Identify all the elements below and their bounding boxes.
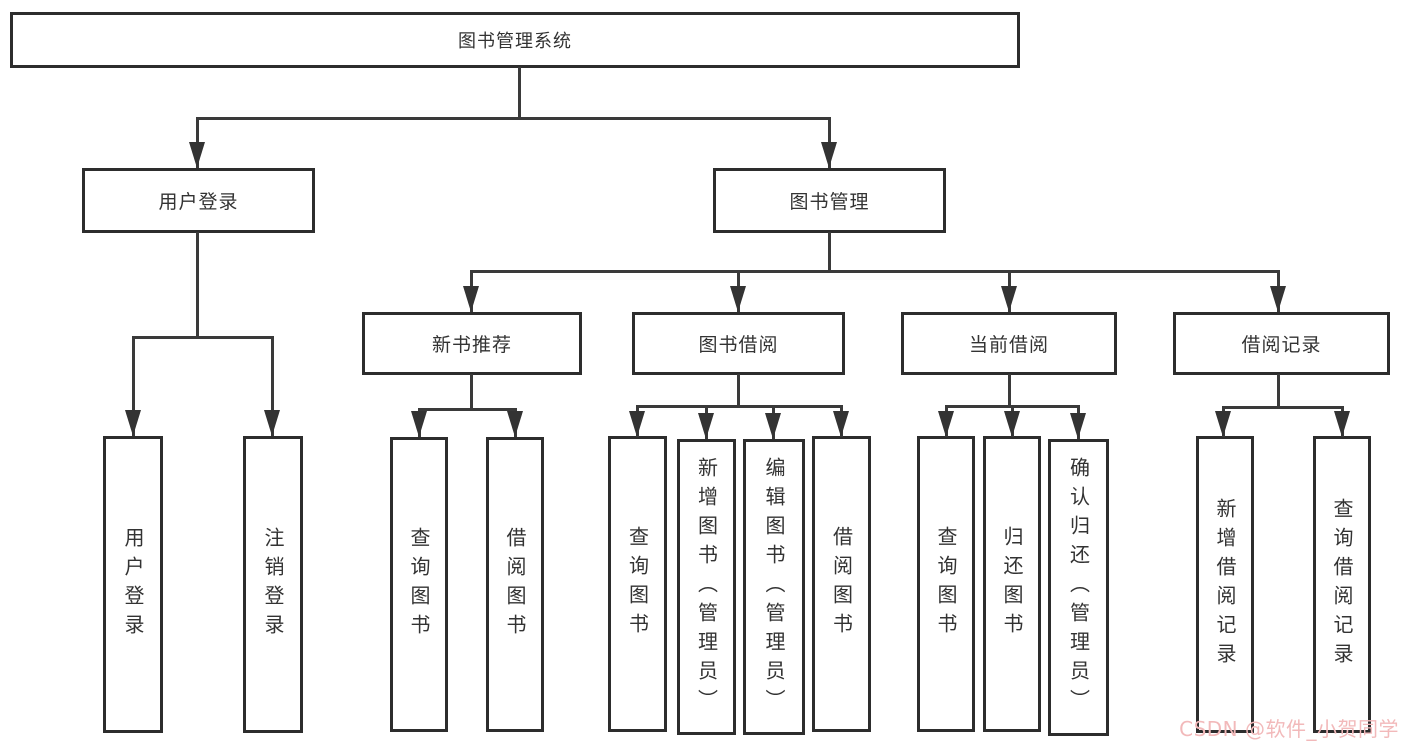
leaf-br-add-record-label: 新增借阅记录: [1213, 497, 1237, 672]
leaf-nb-query-books: 查询图书: [390, 437, 448, 732]
connector-line: [828, 232, 831, 271]
connector-line: [470, 374, 473, 409]
connector-line: [1008, 374, 1011, 406]
node-borrow-records-label: 借阅记录: [1241, 334, 1322, 356]
connector-line: [470, 270, 1279, 273]
leaf-bb-add-books-admin-label: 新增图书（管理员）: [694, 456, 719, 718]
connector-line: [132, 336, 135, 436]
arrowhead-down-icon: [507, 411, 523, 437]
connector-line: [1277, 374, 1280, 407]
leaf-bb-query-books: 查询图书: [608, 436, 667, 732]
connector-line: [518, 67, 521, 118]
node-book-borrow: 图书借阅: [632, 312, 845, 375]
node-current-borrow: 当前借阅: [901, 312, 1117, 375]
leaf-user-login: 用户登录: [103, 436, 163, 733]
node-user-login: 用户登录: [82, 168, 315, 233]
leaf-cb-confirm-return-admin: 确认归还（管理员）: [1048, 439, 1109, 736]
leaf-cb-confirm-return-admin-label: 确认归还（管理员）: [1066, 457, 1091, 718]
leaf-bb-query-books-label: 查询图书: [625, 526, 650, 642]
connector-line: [418, 408, 516, 411]
connector-line: [737, 374, 740, 406]
node-new-book-recommend: 新书推荐: [362, 312, 582, 375]
arrowhead-down-icon: [411, 411, 427, 437]
arrowhead-down-icon: [463, 286, 479, 312]
arrowhead-down-icon: [1334, 411, 1350, 437]
arrowhead-down-icon: [938, 411, 954, 437]
leaf-br-query-record: 查询借阅记录: [1313, 436, 1371, 733]
leaf-logout: 注销登录: [243, 436, 303, 733]
leaf-bb-borrow-books: 借阅图书: [812, 436, 871, 732]
leaf-bb-borrow-books-label: 借阅图书: [829, 526, 854, 642]
arrowhead-down-icon: [125, 410, 141, 436]
leaf-cb-query-books: 查询图书: [917, 436, 975, 732]
leaf-nb-query-books-label: 查询图书: [407, 526, 431, 643]
node-new-book-recommend-label: 新书推荐: [431, 334, 512, 356]
leaf-br-query-record-label: 查询借阅记录: [1330, 497, 1354, 672]
arrowhead-down-icon: [698, 413, 714, 439]
connector-line: [196, 117, 830, 120]
leaf-nb-borrow-books-label: 借阅图书: [503, 526, 527, 643]
arrowhead-down-icon: [1001, 286, 1017, 312]
leaf-user-login-label: 用户登录: [121, 526, 145, 643]
node-root-label: 图书管理系统: [458, 31, 572, 52]
connector-line: [132, 336, 273, 339]
node-user-login-label: 用户登录: [158, 191, 239, 213]
arrowhead-down-icon: [1215, 411, 1231, 437]
node-book-management: 图书管理: [713, 168, 946, 233]
arrowhead-down-icon: [1004, 411, 1020, 437]
connector-line: [271, 336, 274, 436]
arrowhead-down-icon: [189, 142, 205, 168]
watermark: CSDN @软件_小贺同学: [1179, 717, 1399, 741]
arrowhead-down-icon: [765, 413, 781, 439]
leaf-bb-edit-books-admin: 编辑图书（管理员）: [743, 439, 805, 735]
connector-line: [636, 405, 842, 408]
connector-line: [1222, 406, 1343, 409]
arrowhead-down-icon: [629, 411, 645, 437]
arrowhead-down-icon: [1070, 413, 1086, 439]
node-book-borrow-label: 图书借阅: [698, 334, 779, 356]
leaf-cb-query-books-label: 查询图书: [934, 526, 958, 642]
leaf-cb-return-books: 归还图书: [983, 436, 1041, 732]
leaf-logout-label: 注销登录: [261, 526, 285, 643]
arrowhead-down-icon: [833, 411, 849, 437]
leaf-bb-add-books-admin: 新增图书（管理员）: [677, 439, 736, 735]
connector-line: [196, 232, 199, 337]
leaf-bb-edit-books-admin-label: 编辑图书（管理员）: [762, 456, 786, 718]
node-current-borrow-label: 当前借阅: [968, 334, 1049, 356]
arrowhead-down-icon: [264, 410, 280, 436]
node-root: 图书管理系统: [10, 12, 1020, 68]
leaf-cb-return-books-label: 归还图书: [1000, 526, 1024, 642]
leaf-nb-borrow-books: 借阅图书: [486, 437, 544, 732]
arrowhead-down-icon: [821, 142, 837, 168]
leaf-br-add-record: 新增借阅记录: [1196, 436, 1254, 733]
arrowhead-down-icon: [1270, 286, 1286, 312]
node-book-management-label: 图书管理: [789, 191, 870, 213]
node-borrow-records: 借阅记录: [1173, 312, 1390, 375]
arrowhead-down-icon: [730, 286, 746, 312]
